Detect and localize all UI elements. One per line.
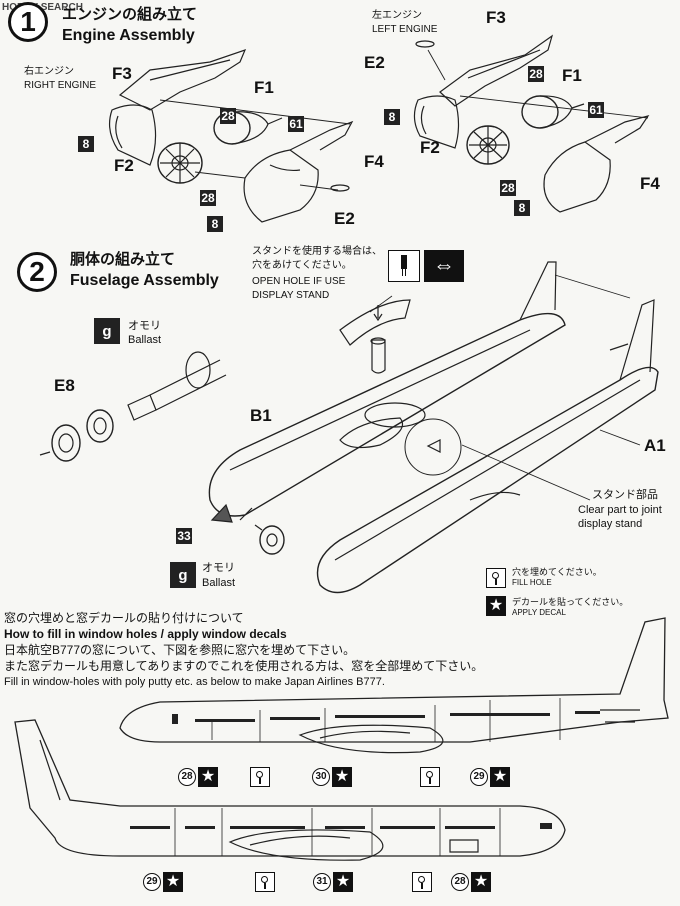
right-engine-color-8b: 8 bbox=[207, 216, 223, 232]
step-1-title-en: Engine Assembly bbox=[62, 27, 195, 44]
top-star-3: ★ bbox=[490, 767, 510, 787]
step-2-title-en: Fuselage Assembly bbox=[70, 272, 219, 289]
top-ref-29: 29 bbox=[470, 768, 488, 786]
bottom-star-1: ★ bbox=[163, 872, 183, 892]
right-engine-part-f4: F4 bbox=[364, 152, 384, 171]
right-engine-label-jp: 右エンジン bbox=[24, 66, 74, 77]
left-engine-color-8a: 8 bbox=[384, 109, 400, 125]
apply-decal-legend-icon: ★ bbox=[486, 596, 506, 616]
top-ref-28: 28 bbox=[178, 768, 196, 786]
side-view-bottom-aircraft bbox=[14, 719, 566, 861]
stand-part-label-jp: スタンド部品 bbox=[592, 489, 658, 501]
windows-heading-en: How to fill in window holes / apply wind… bbox=[4, 627, 287, 641]
right-engine-part-f3: F3 bbox=[112, 64, 132, 83]
color-33: 33 bbox=[176, 528, 192, 544]
left-engine-part-f1: F1 bbox=[562, 66, 582, 85]
step-1-title-jp: エンジンの組み立て bbox=[62, 6, 198, 23]
nose-ballast-drawing bbox=[254, 524, 285, 555]
left-engine-drawing bbox=[413, 34, 650, 213]
stand-note-jp-2: 穴をあけてください。 bbox=[252, 260, 352, 271]
fill-hole-legend-icon bbox=[486, 568, 506, 588]
left-engine-part-f2: F2 bbox=[420, 138, 440, 157]
bottom-ref-31: 31 bbox=[313, 873, 331, 891]
left-engine-color-28a: 28 bbox=[528, 66, 544, 82]
ballast-label-en-1: Ballast bbox=[128, 334, 162, 346]
right-engine-color-28a: 28 bbox=[220, 108, 236, 124]
top-hole-1 bbox=[250, 767, 270, 787]
top-ref-30: 30 bbox=[312, 768, 330, 786]
fill-hole-legend-en: FILL HOLE bbox=[512, 578, 552, 587]
step-1-number: 1 bbox=[8, 2, 48, 42]
right-engine-label-en: RIGHT ENGINE bbox=[24, 80, 97, 91]
right-engine-part-e2: E2 bbox=[334, 209, 355, 228]
bottom-star-2: ★ bbox=[333, 872, 353, 892]
windows-line4-en: Fill in window-holes with poly putty etc… bbox=[4, 676, 385, 688]
fuselage-a1-drawing bbox=[316, 274, 659, 594]
ballast-label-jp-2: オモリ bbox=[202, 562, 235, 574]
bottom-ref-29: 29 bbox=[143, 873, 161, 891]
left-engine-color-8b: 8 bbox=[514, 200, 530, 216]
fuselage-b1-drawing bbox=[208, 261, 566, 523]
right-engine-color-28b: 28 bbox=[200, 190, 216, 206]
fill-hole-legend-jp: 穴を埋めてください。 bbox=[512, 567, 602, 577]
part-b1: B1 bbox=[250, 406, 272, 425]
ballast-label-en-2: Ballast bbox=[202, 577, 236, 589]
right-engine-part-f2: F2 bbox=[114, 156, 134, 175]
top-star-1: ★ bbox=[198, 767, 218, 787]
part-a1: A1 bbox=[644, 436, 666, 455]
left-engine-label-jp: 左エンジン bbox=[372, 10, 422, 21]
ballast-e8-drawing bbox=[39, 351, 227, 462]
double-arrow-icon: ⇔ bbox=[424, 250, 464, 282]
windows-line3-jp: また窓デカールも用意してありますのでこれを使用される方は、窓を全部埋めて下さい。 bbox=[4, 659, 484, 673]
windows-heading-jp: 窓の穴埋めと窓デカールの貼り付けについて bbox=[4, 611, 244, 625]
side-view-top-aircraft bbox=[119, 617, 669, 754]
bottom-ref-28: 28 bbox=[451, 873, 469, 891]
top-star-2: ★ bbox=[332, 767, 352, 787]
bottom-hole-2 bbox=[412, 872, 432, 892]
windows-line2-jp: 日本航空B777の窓について、下図を参照に窓穴を埋めて下さい。 bbox=[4, 643, 356, 657]
left-engine-part-e2: E2 bbox=[364, 53, 385, 72]
apply-decal-legend-en: APPLY DECAL bbox=[512, 608, 566, 617]
left-engine-part-f4: F4 bbox=[640, 174, 660, 193]
part-e8: E8 bbox=[54, 376, 75, 395]
left-engine-part-f3: F3 bbox=[486, 8, 506, 27]
stand-part-label-en-1: Clear part to joint bbox=[578, 504, 662, 516]
apply-decal-legend-jp: デカールを貼ってください。 bbox=[512, 597, 629, 607]
stand-detail-drawing bbox=[339, 295, 411, 374]
bottom-star-3: ★ bbox=[471, 872, 491, 892]
left-engine-color-61: 61 bbox=[588, 102, 604, 118]
ballast-weight-icon-1: g bbox=[94, 318, 120, 344]
stand-note-jp-1: スタンドを使用する場合は、 bbox=[252, 246, 382, 257]
bottom-hole-1 bbox=[255, 872, 275, 892]
right-engine-color-61: 61 bbox=[288, 116, 304, 132]
drill-hole-icon bbox=[388, 250, 420, 282]
step-2-title-jp: 胴体の組み立て bbox=[70, 251, 176, 268]
left-engine-color-28b: 28 bbox=[500, 180, 516, 196]
step-2-number: 2 bbox=[17, 252, 57, 292]
left-engine-label-en: LEFT ENGINE bbox=[372, 24, 438, 35]
right-engine-color-8a: 8 bbox=[78, 136, 94, 152]
right-engine-part-f1: F1 bbox=[254, 78, 274, 97]
ballast-weight-icon-2: g bbox=[170, 562, 196, 588]
ballast-label-jp-1: オモリ bbox=[128, 320, 161, 332]
stand-note-en-1: OPEN HOLE IF USE bbox=[252, 276, 346, 287]
right-engine-drawing bbox=[108, 49, 354, 223]
stand-part-label-en-2: display stand bbox=[578, 518, 643, 530]
stand-note-en-2: DISPLAY STAND bbox=[252, 290, 330, 301]
top-hole-2 bbox=[420, 767, 440, 787]
